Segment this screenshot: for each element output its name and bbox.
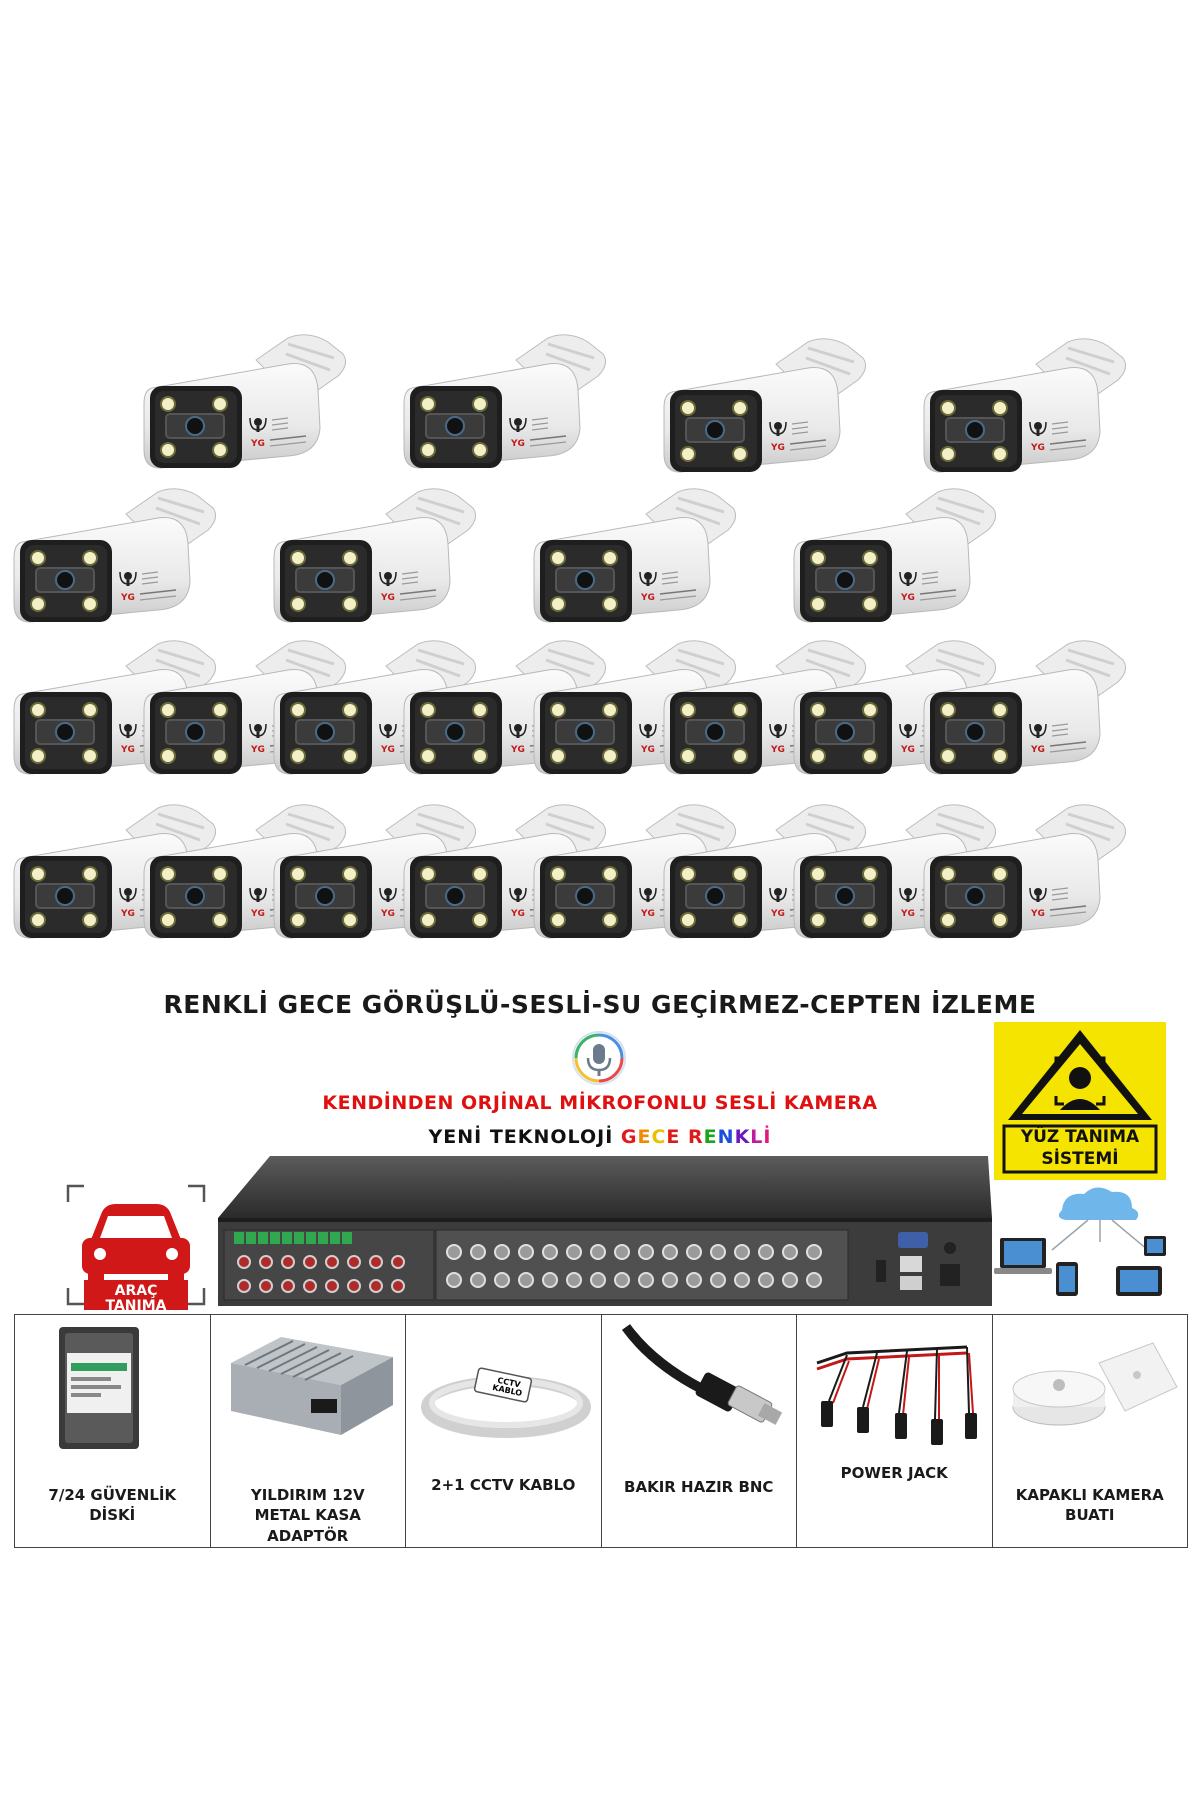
bullet-camera [528, 484, 743, 634]
bullet-camera [918, 334, 1133, 484]
accessory-label-bnc: BAKIR HAZIR BNC [624, 1478, 774, 1496]
bullet-camera [788, 484, 1003, 634]
colored-letter: K [734, 1126, 751, 1148]
bullet-camera [138, 330, 353, 480]
power-port [940, 1264, 960, 1286]
camera-grid [0, 0, 1200, 990]
feature-headline: RENKLİ GECE GÖRÜŞLÜ-SESLİ-SU GEÇİRMEZ-CE… [163, 990, 1037, 1019]
accessory-label-jack: POWER JACK [840, 1464, 948, 1482]
bullet-camera [8, 484, 223, 634]
audio-ports [237, 1255, 405, 1293]
bullet-camera [268, 484, 483, 634]
car-badge-line2: TANIMA [105, 1297, 167, 1314]
new-technology-line: YENİ TEKNOLOJİ GECE RENKLİ [0, 1126, 1200, 1148]
junction-box-icon [1012, 1342, 1178, 1426]
vga-port [898, 1232, 928, 1248]
bnc-video-ports [446, 1244, 822, 1288]
power-supply-icon [230, 1337, 393, 1435]
colorful-word-renkli: RENKLİ [688, 1126, 771, 1148]
accessory-power-jack: POWER JACK [797, 1315, 993, 1547]
hdmi-port [876, 1260, 886, 1282]
colored-letter: N [717, 1126, 735, 1148]
accessory-bnc: BAKIR HAZIR BNC [602, 1315, 797, 1547]
power-jack-icon [816, 1345, 977, 1445]
car-recognition-badge [66, 1184, 206, 1310]
lan-port [900, 1256, 922, 1272]
colored-letter: L [750, 1126, 764, 1148]
colored-letter: C [651, 1126, 667, 1148]
bullet-camera [658, 334, 873, 484]
colored-letter: R [688, 1126, 704, 1148]
hard-disk-icon [59, 1327, 139, 1449]
microphone-icon [572, 1031, 626, 1085]
face-sign-line1: YÜZ TANIMA [1020, 1127, 1140, 1147]
bullet-camera [918, 636, 1133, 786]
bullet-camera [398, 330, 613, 480]
tech-prefix: YENİ TEKNOLOJİ [428, 1126, 621, 1148]
face-sign-line2: SİSTEMİ [1041, 1149, 1119, 1170]
colored-letter: E [703, 1126, 718, 1148]
car-badge-line1: ARAÇ [114, 1283, 158, 1299]
colorful-word-gece: GECE [621, 1126, 681, 1148]
cloud-network-icon [994, 1187, 1166, 1296]
cable-coil-icon [421, 1367, 591, 1438]
colored-letter: G [620, 1126, 638, 1148]
colored-letter: E [637, 1126, 652, 1148]
dvr-recorder [218, 1156, 992, 1306]
face-sign-text: YÜZ TANIMA SİSTEMİ [1006, 1126, 1154, 1170]
accessory-cable: CCTV KABLO 2+1 CCTV KABLO [406, 1315, 602, 1547]
colored-letter: İ [763, 1126, 772, 1148]
bnc-connector-icon [621, 1324, 782, 1425]
terminal-block [234, 1232, 352, 1244]
face-recognition-sign [994, 1022, 1166, 1180]
microphone-camera-line: KENDİNDEN ORJİNAL MİKROFONLU SESLİ KAMER… [322, 1092, 878, 1114]
colored-letter: E [666, 1126, 681, 1148]
face-icon [1069, 1067, 1091, 1089]
accessory-label-cable: 2+1 CCTV KABLO [431, 1476, 576, 1494]
usb-port [900, 1276, 922, 1290]
car-badge-text: ARAÇ TANIMA [86, 1284, 186, 1313]
bullet-camera [918, 800, 1133, 950]
